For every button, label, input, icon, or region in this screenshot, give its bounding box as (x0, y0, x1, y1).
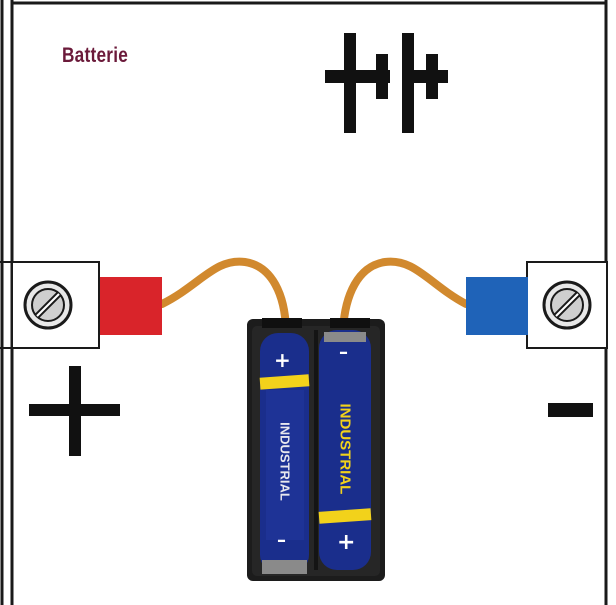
left-terminal-block (11, 261, 100, 349)
battery-symbol-icon (325, 33, 448, 133)
cell-right-top-marking: – (339, 342, 348, 363)
cell-left-label: INDUSTRIAL (277, 422, 293, 501)
plus-symbol-icon (29, 366, 120, 456)
cell-right-bottom-marking: + (337, 530, 356, 555)
cell-left-bottom-marking: – (277, 530, 286, 551)
cell-left-top-marking: + (274, 348, 291, 372)
right-terminal-block (526, 261, 608, 349)
cell-right-label: INDUSTRIAL (336, 403, 354, 495)
positive-connector (100, 277, 162, 335)
minus-symbol-icon (548, 403, 593, 417)
page-title: Batterie (62, 44, 129, 67)
negative-connector (466, 277, 528, 335)
wires (158, 257, 470, 334)
wire-left (158, 257, 290, 334)
screw-terminal-icon (23, 280, 73, 330)
wire-right (339, 257, 470, 334)
battery-cell-right (318, 330, 372, 570)
screw-terminal-icon (542, 280, 592, 330)
battery-cell-left (259, 333, 310, 574)
